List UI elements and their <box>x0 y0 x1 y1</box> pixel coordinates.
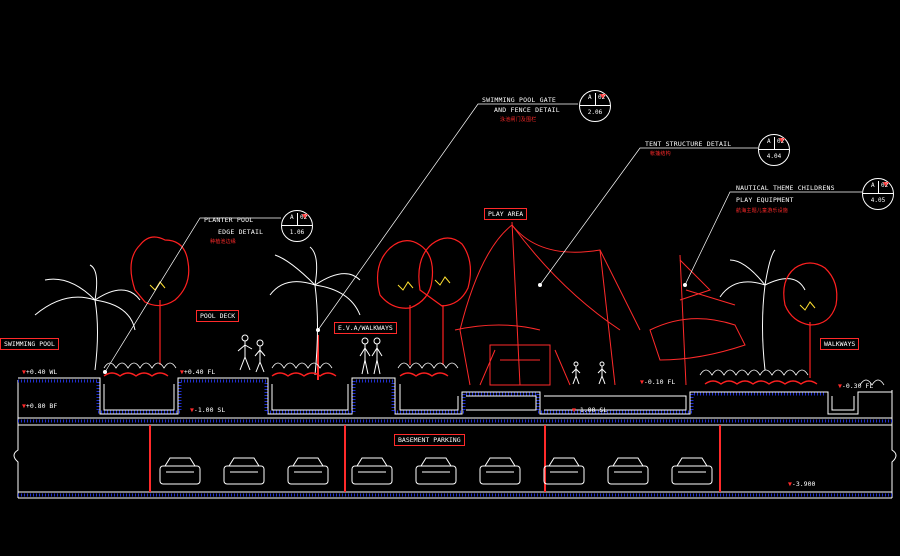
callout-nautical-title2: PLAY EQUIPMENT <box>736 196 794 204</box>
zone-eva-walkways: E.V.A/WALKWAYS <box>334 322 397 334</box>
callout-nautical-title: NAUTICAL THEME CHILDRENS <box>736 184 835 192</box>
callout-nautical-sub: 航海主题儿童游乐设施 <box>736 208 789 214</box>
callout-tent-title: TENT STRUCTURE DETAIL <box>645 140 732 148</box>
zone-swimming-pool: SWIMMING POOL <box>0 338 59 350</box>
shrubs <box>103 362 885 386</box>
ref-number: 2.06 <box>587 109 603 116</box>
ref-sheet: 02 <box>777 138 785 145</box>
play-structure <box>479 344 571 386</box>
leader-lines <box>104 103 862 373</box>
ref-letter: A <box>871 182 875 189</box>
level-fl2: ▼-0.10 FL <box>640 378 676 386</box>
ref-number: 4.05 <box>870 197 886 204</box>
ref-letter: A <box>767 138 771 145</box>
level-bf: ▼+0.80 BF <box>22 402 58 410</box>
ref-bubble-pool-gate[interactable]: A 02 2.06 <box>579 90 611 122</box>
callout-planter-sub: 种植池边缘 <box>210 239 237 245</box>
callout-pool-gate-sub: 泳池闸门及围栏 <box>500 117 537 123</box>
callout-tent-sub: 帐篷结构 <box>650 151 671 157</box>
callout-pool-gate-title2: AND FENCE DETAIL <box>494 106 560 114</box>
leader-dots <box>103 283 687 374</box>
planters <box>103 372 818 385</box>
ref-number: 4.04 <box>766 153 782 160</box>
level-sl1: ▼-1.00 SL <box>190 406 226 414</box>
level-fl2-text: -0.10 FL <box>643 378 676 386</box>
ref-letter: A <box>290 214 294 221</box>
level-bf-text: +0.80 BF <box>25 402 58 410</box>
level-sl2: ▼-1.00 SL <box>572 406 608 414</box>
zone-walkways: WALKWAYS <box>820 338 860 350</box>
columns <box>149 335 721 492</box>
ref-sheet: 02 <box>881 182 889 189</box>
tent <box>454 221 641 386</box>
callout-pool-gate-title: SWIMMING POOL GATE <box>482 96 557 104</box>
level-fl3: ▼-0.30 FL <box>838 382 874 390</box>
ref-bubble-planter[interactable]: A 02 1.06 <box>281 210 313 242</box>
tree-accents <box>149 276 816 311</box>
ref-sheet: 02 <box>300 214 308 221</box>
zone-basement-parking: BASEMENT PARKING <box>394 434 465 446</box>
red-trees <box>130 236 838 378</box>
ref-bubble-nautical[interactable]: A 02 4.05 <box>862 178 894 210</box>
level-fl1: ▼+0.40 FL <box>180 368 216 376</box>
structure <box>13 377 897 499</box>
callout-planter-title2: EDGE DETAIL <box>218 228 264 236</box>
level-sl1-text: -1.00 SL <box>193 406 226 414</box>
level-sl2-text: -1.00 SL <box>575 406 608 414</box>
level-fl3-text: -0.30 FL <box>841 382 874 390</box>
ref-sheet: 02 <box>598 94 606 101</box>
callout-planter-title: PLANTER POOL <box>204 216 254 224</box>
ref-letter: A <box>588 94 592 101</box>
palm-trees <box>34 246 806 376</box>
zone-play-area: PLAY AREA <box>484 208 528 220</box>
parked-cars <box>159 457 713 485</box>
ref-number: 1.06 <box>289 229 305 236</box>
ref-bubble-tent[interactable]: A 02 4.04 <box>758 134 790 166</box>
level-basement-text: -3.900 <box>791 480 816 488</box>
level-wl: ▼+0.40 WL <box>22 368 58 376</box>
pirate-ship <box>649 254 746 386</box>
zone-pool-deck: POOL DECK <box>196 310 240 322</box>
level-wl-text: +0.40 WL <box>25 368 58 376</box>
level-basement: ▼-3.900 <box>788 480 816 488</box>
people <box>237 334 607 385</box>
level-fl1-text: +0.40 FL <box>183 368 216 376</box>
